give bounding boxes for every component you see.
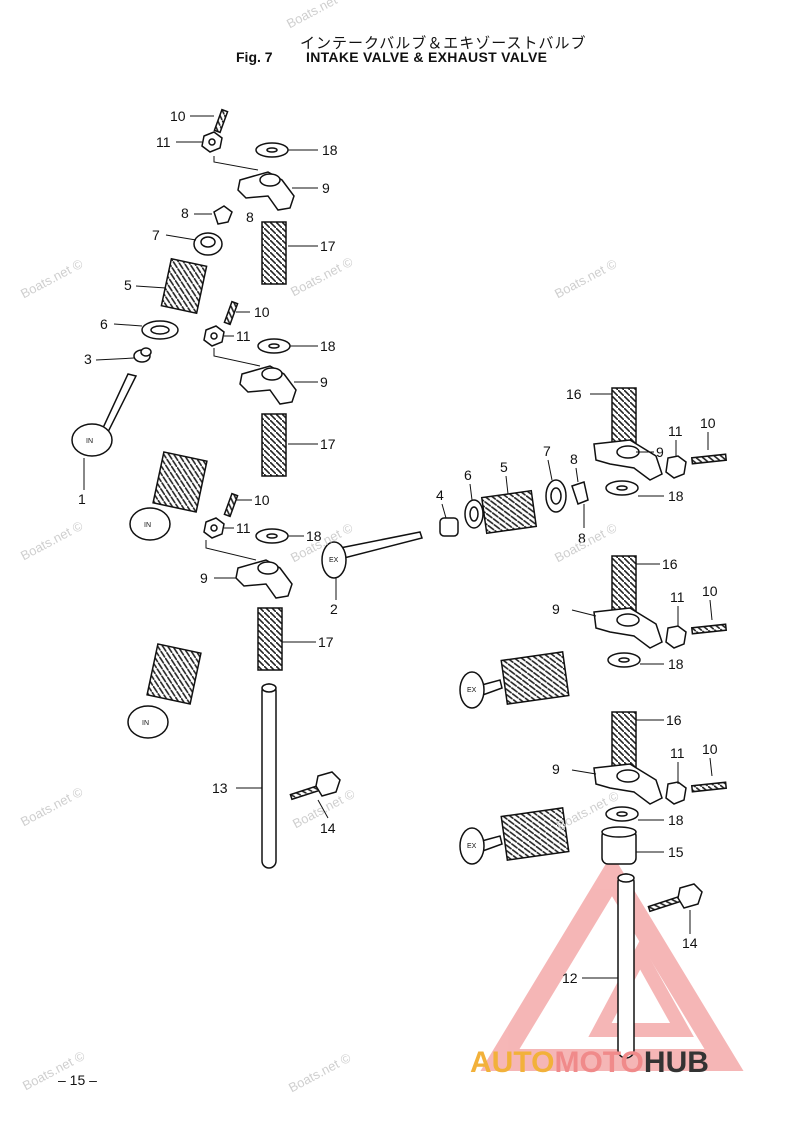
seat-6-a (141, 320, 179, 340)
callout-18: 18 (668, 812, 684, 828)
callout-5: 5 (500, 459, 508, 475)
callout-10: 10 (700, 415, 716, 431)
seal-3-a (133, 347, 152, 363)
valve-markings: IN IN IN EX EX EX (86, 438, 477, 850)
callout-10: 10 (170, 108, 186, 124)
spring-5-a (160, 257, 208, 315)
callout-11: 11 (156, 134, 171, 150)
bolt-14-a (289, 771, 341, 801)
intake-valve-1 (71, 373, 138, 457)
callout-10: 10 (254, 304, 270, 320)
retainer-7-a (193, 232, 223, 256)
callout-9: 9 (322, 180, 330, 196)
brand-part-2: MOTO (554, 1046, 644, 1079)
pushrod-13 (261, 683, 277, 869)
brand-wordmark: AUTOMOTOHUB (470, 1046, 709, 1080)
page-number: – 15 – (58, 1072, 97, 1088)
callout-3: 3 (84, 351, 92, 367)
callout-6: 6 (464, 467, 472, 483)
nut-11-a (201, 131, 223, 153)
callout-16: 16 (662, 556, 678, 572)
svg-text:IN: IN (142, 720, 149, 727)
svg-text:EX: EX (467, 687, 477, 694)
pushrod-12 (617, 873, 635, 1059)
intake-rocker-group-mid (129, 300, 297, 541)
callout-17: 17 (320, 238, 336, 254)
callout-1: 1 (78, 491, 86, 507)
callout-10: 10 (254, 492, 270, 508)
intake-rocker-group-low (127, 492, 341, 869)
callout-18: 18 (668, 656, 684, 672)
callout-17: 17 (318, 634, 334, 650)
brand-part-3: HUB (643, 1046, 709, 1079)
callout-13: 13 (212, 780, 228, 796)
callout-18: 18 (306, 528, 322, 544)
callout-11: 11 (236, 328, 251, 344)
title-english: INTAKE VALVE & EXHAUST VALVE (306, 49, 548, 65)
callout-7: 7 (152, 227, 160, 243)
callout-8: 8 (246, 209, 254, 225)
callout-8: 8 (181, 205, 189, 221)
rocker-arm-9-a (237, 171, 295, 211)
exhaust-rocker-group-mid (459, 555, 728, 709)
callout-17: 17 (320, 436, 336, 452)
callout-8: 8 (578, 530, 586, 546)
callout-14: 14 (682, 935, 698, 951)
callout-9: 9 (552, 761, 560, 777)
svg-text:EX: EX (467, 843, 477, 850)
callout-11: 11 (670, 745, 685, 761)
figure-label: Fig. 7 (236, 49, 273, 65)
callout-4: 4 (436, 487, 444, 503)
title-japanese: インテークバルブ＆エキゾーストバルブ (300, 35, 587, 52)
callout-2: 2 (330, 601, 338, 617)
callout-11: 11 (670, 589, 685, 605)
callout-8: 8 (570, 451, 578, 467)
callout-9: 9 (656, 444, 664, 460)
callout-10: 10 (702, 583, 718, 599)
callout-16: 16 (566, 386, 582, 402)
keeper-8-a (213, 205, 233, 225)
svg-text:IN: IN (144, 522, 151, 529)
callout-18: 18 (320, 338, 336, 354)
callout-15: 15 (668, 844, 684, 860)
exhaust-rocker-group-top (321, 387, 728, 579)
callouts: 10 11 18 9 8 8 7 17 5 6 3 1 10 11 18 9 1… (78, 108, 718, 986)
exhaust-rocker-group-low (459, 711, 728, 1059)
callout-10: 10 (702, 741, 718, 757)
callout-9: 9 (200, 570, 208, 586)
leader-lines (83, 115, 713, 979)
callout-7: 7 (543, 443, 551, 459)
intake-rocker-group-top (71, 108, 295, 457)
callout-5: 5 (124, 277, 132, 293)
spring-17-a (261, 221, 287, 285)
callout-18: 18 (322, 142, 338, 158)
callout-11: 11 (668, 423, 683, 439)
callout-16: 16 (666, 712, 682, 728)
callout-9: 9 (552, 601, 560, 617)
callout-18: 18 (668, 488, 684, 504)
callout-11: 11 (236, 520, 251, 536)
callout-6: 6 (100, 316, 108, 332)
callout-9: 9 (320, 374, 328, 390)
svg-text:EX: EX (329, 557, 339, 564)
svg-text:IN: IN (86, 438, 93, 445)
callout-12: 12 (562, 970, 578, 986)
stud-10-a (213, 108, 229, 134)
brand-part-1: AUTO (470, 1046, 555, 1079)
callout-14: 14 (320, 820, 336, 836)
